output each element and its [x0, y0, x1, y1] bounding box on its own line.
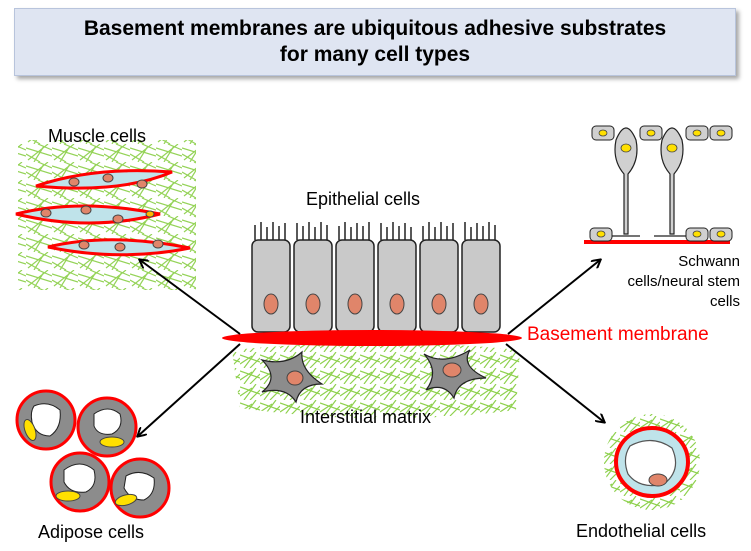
fibroblasts — [260, 349, 487, 404]
arrow-to-schwann — [507, 260, 600, 335]
adipose-cells — [15, 389, 171, 519]
adipose-cell — [49, 451, 111, 513]
schwann-top-row — [591, 125, 733, 141]
epithelial-cell — [293, 222, 333, 333]
epithelial-cell — [419, 222, 459, 333]
arrow-to-adipose — [138, 343, 241, 436]
radial-glia-cell — [610, 127, 640, 237]
adipose-cells-label: Adipose cells — [38, 522, 145, 542]
basement-membrane-label: Basement membrane — [527, 324, 709, 345]
schwann-cells — [584, 125, 733, 244]
adipose-cell — [76, 396, 138, 458]
muscle-cell — [47, 238, 191, 257]
schwann-label-line: Schwann — [678, 253, 740, 270]
epithelial-cell — [461, 222, 501, 333]
title-line-1: Basement membranes are ubiquitous adhesi… — [83, 17, 667, 40]
arrow-to-muscle — [140, 260, 241, 335]
muscle-cell — [15, 204, 161, 225]
arrows — [138, 260, 604, 436]
schwann-label-line: cells/neural stem — [627, 273, 740, 290]
epithelial-cell — [377, 222, 417, 333]
adipose-cell — [15, 389, 77, 451]
radial-glia-cell — [654, 127, 688, 237]
title-box: Basement membranes are ubiquitous adhesi… — [14, 8, 736, 76]
schwann-label-line: cells — [709, 293, 740, 310]
epithelial-cell — [251, 222, 291, 333]
arrow-to-endothelial — [505, 343, 604, 422]
schwann-bottom-row — [589, 227, 733, 242]
basement-membrane — [222, 330, 522, 346]
endothelial-cells-label: Endothelial cells — [576, 521, 707, 541]
epithelial-cell — [335, 222, 375, 333]
schwann-cells-label: Schwann cells/neural stem cells — [600, 252, 740, 312]
muscle-cells — [15, 169, 191, 257]
fibroblast — [260, 350, 325, 404]
adipose-cell — [109, 457, 171, 519]
epithelial-cells — [251, 222, 501, 333]
interstitial-matrix-label: Interstitial matrix — [300, 407, 432, 427]
epithelial-cells-label: Epithelial cells — [306, 189, 421, 209]
endothelial-capillary — [604, 414, 700, 510]
muscle-cell — [35, 169, 173, 190]
muscle-cells-label: Muscle cells — [48, 126, 147, 146]
title-line-2: for many cell types — [279, 43, 471, 66]
fibroblast — [423, 349, 487, 400]
